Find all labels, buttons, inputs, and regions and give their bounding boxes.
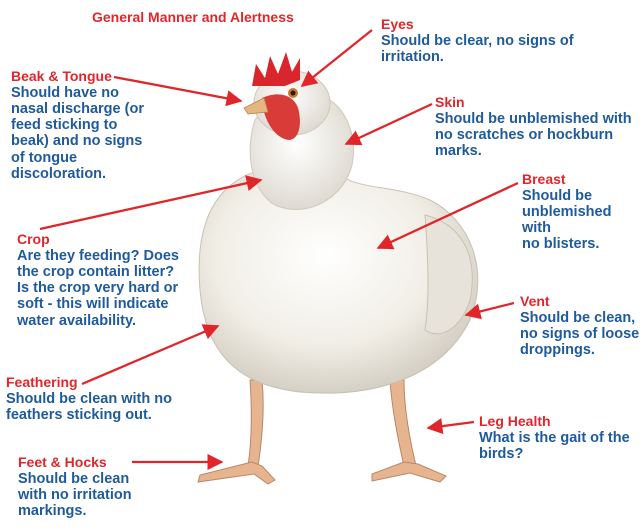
callout-breast: Breast Should be unblemished with no bli… [522, 172, 641, 253]
callout-line: the crop contain litter? [17, 264, 179, 280]
callout-title: Vent [520, 294, 639, 310]
callout-line: What is the gait of the [479, 430, 630, 446]
callout-vent: Vent Should be clean, no signs of loose … [520, 294, 639, 358]
callout-line: Should be clean, [520, 310, 639, 326]
callout-line: Should be [522, 188, 641, 204]
callout-line: Are they feeding? Does [17, 248, 179, 264]
callout-line: Should be clear, no signs of [381, 33, 574, 49]
page-title: General Manner and Alertness [92, 9, 294, 25]
callout-line: Should be clean [18, 471, 132, 487]
callout-line: beak) and no signs [11, 133, 144, 149]
callout-line: Should be clean with no [6, 391, 172, 407]
callout-title: Feet & Hocks [18, 455, 132, 471]
callout-line: water availability. [17, 313, 179, 329]
callout-line: no scratches or hockburn [435, 127, 632, 143]
chicken-comb [252, 52, 300, 86]
callout-line: birds? [479, 446, 630, 462]
callout-title: Leg Health [479, 414, 630, 430]
callout-title: Eyes [381, 17, 574, 33]
callout-feet-hocks: Feet & Hocks Should be clean with no irr… [18, 455, 132, 519]
callout-title: Crop [17, 232, 179, 248]
callout-line: with no irritation [18, 487, 132, 503]
callout-line: discoloration. [11, 166, 144, 182]
callout-line: Should be unblemished with [435, 111, 632, 127]
callout-title: Skin [435, 95, 632, 111]
callout-line: no signs of loose [520, 326, 639, 342]
callout-skin: Skin Should be unblemished with no scrat… [435, 95, 632, 159]
callout-title: Feathering [6, 375, 172, 391]
leg-arrow [428, 422, 474, 428]
legs [198, 380, 446, 484]
callout-line: Should have no [11, 85, 144, 101]
callout-line: markings. [18, 503, 132, 519]
callout-line: marks. [435, 143, 632, 159]
callout-line: droppings. [520, 342, 639, 358]
callout-line: of tongue [11, 150, 144, 166]
callout-title: Breast [522, 172, 641, 188]
callout-leg-health: Leg Health What is the gait of the birds… [479, 414, 630, 462]
callout-line: unblemished with [522, 204, 641, 236]
callout-line: nasal discharge (or [11, 101, 144, 117]
callout-line: feed sticking to [11, 117, 144, 133]
callout-eyes: Eyes Should be clear, no signs of irrita… [381, 17, 574, 65]
callout-line: soft - this will indicate [17, 296, 179, 312]
callout-line: no blisters. [522, 236, 641, 252]
callout-feathering: Feathering Should be clean with no feath… [6, 375, 172, 423]
callout-line: irritation. [381, 49, 574, 65]
callout-title: Beak & Tongue [11, 69, 144, 85]
callout-line: Is the crop very hard or [17, 280, 179, 296]
callout-line: feathers sticking out. [6, 407, 172, 423]
callout-crop: Crop Are they feeding? Does the crop con… [17, 232, 179, 329]
eyes-arrow [302, 30, 372, 86]
callout-beak-tongue: Beak & Tongue Should have no nasal disch… [11, 69, 144, 182]
skin-arrow [346, 104, 432, 144]
